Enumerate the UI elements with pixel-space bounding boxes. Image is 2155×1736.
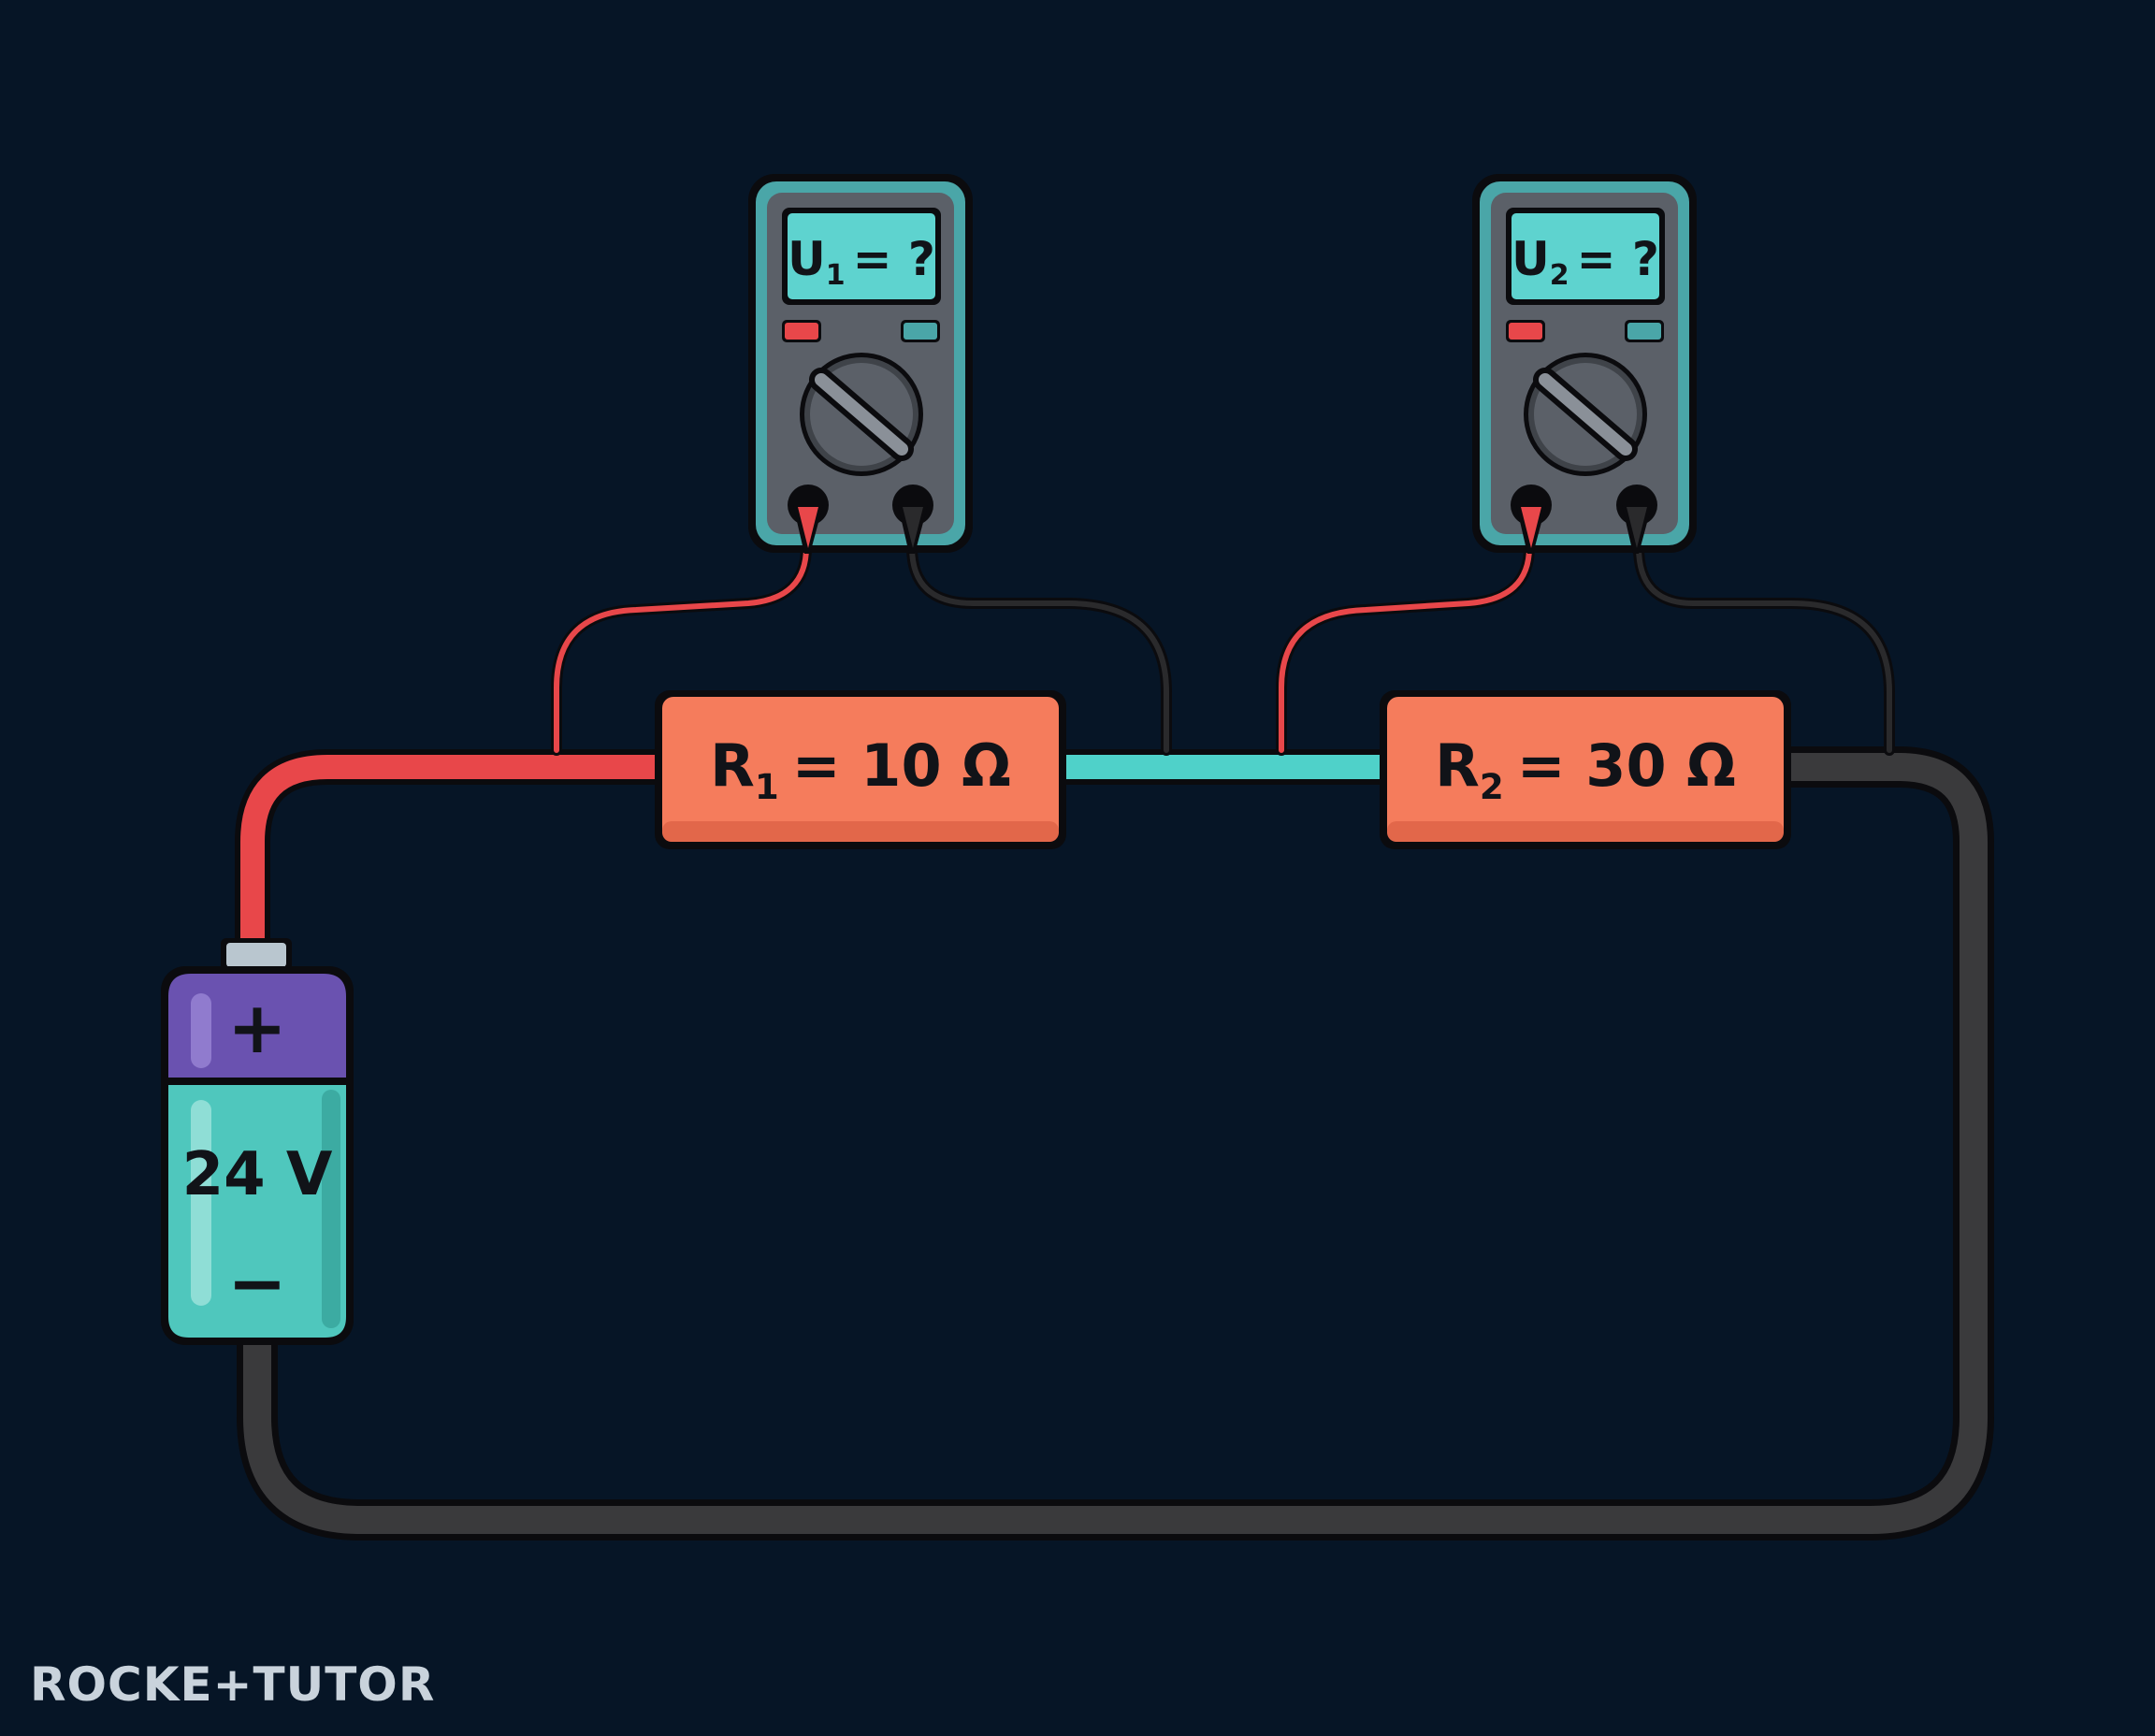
battery-voltage-label: 24 V (182, 1140, 333, 1209)
voltmeter-u1: U1= ? (748, 174, 973, 554)
battery: + 24 V − (161, 938, 354, 1345)
wire-battery-to-r1 (235, 749, 677, 964)
voltmeter-u2-red-button (1509, 323, 1542, 340)
probe-wires-u1 (551, 542, 1172, 756)
voltmeter-u1-display: U1= ? (788, 232, 935, 292)
battery-minus-sign: − (227, 1241, 287, 1324)
battery-plus-sign: + (227, 986, 287, 1069)
voltmeter-u2: U2= ? (1472, 174, 1697, 554)
resistor-r1: R1= 10 Ω (655, 690, 1066, 849)
voltmeter-u1-teal-button (904, 323, 937, 340)
resistor-r2-label: R2= 30 Ω (1435, 731, 1736, 807)
wire-return (237, 746, 1994, 1541)
probe-wires-u2 (1276, 542, 1895, 756)
brand-logo: ROCKE+TUTOR (30, 1657, 436, 1712)
voltmeter-u2-teal-button (1627, 323, 1661, 340)
resistor-r1-label: R1= 10 Ω (710, 731, 1011, 807)
voltmeter-u2-display: U2= ? (1511, 232, 1659, 292)
voltmeter-u1-red-button (785, 323, 818, 340)
resistor-r2: R2= 30 Ω (1380, 690, 1791, 849)
